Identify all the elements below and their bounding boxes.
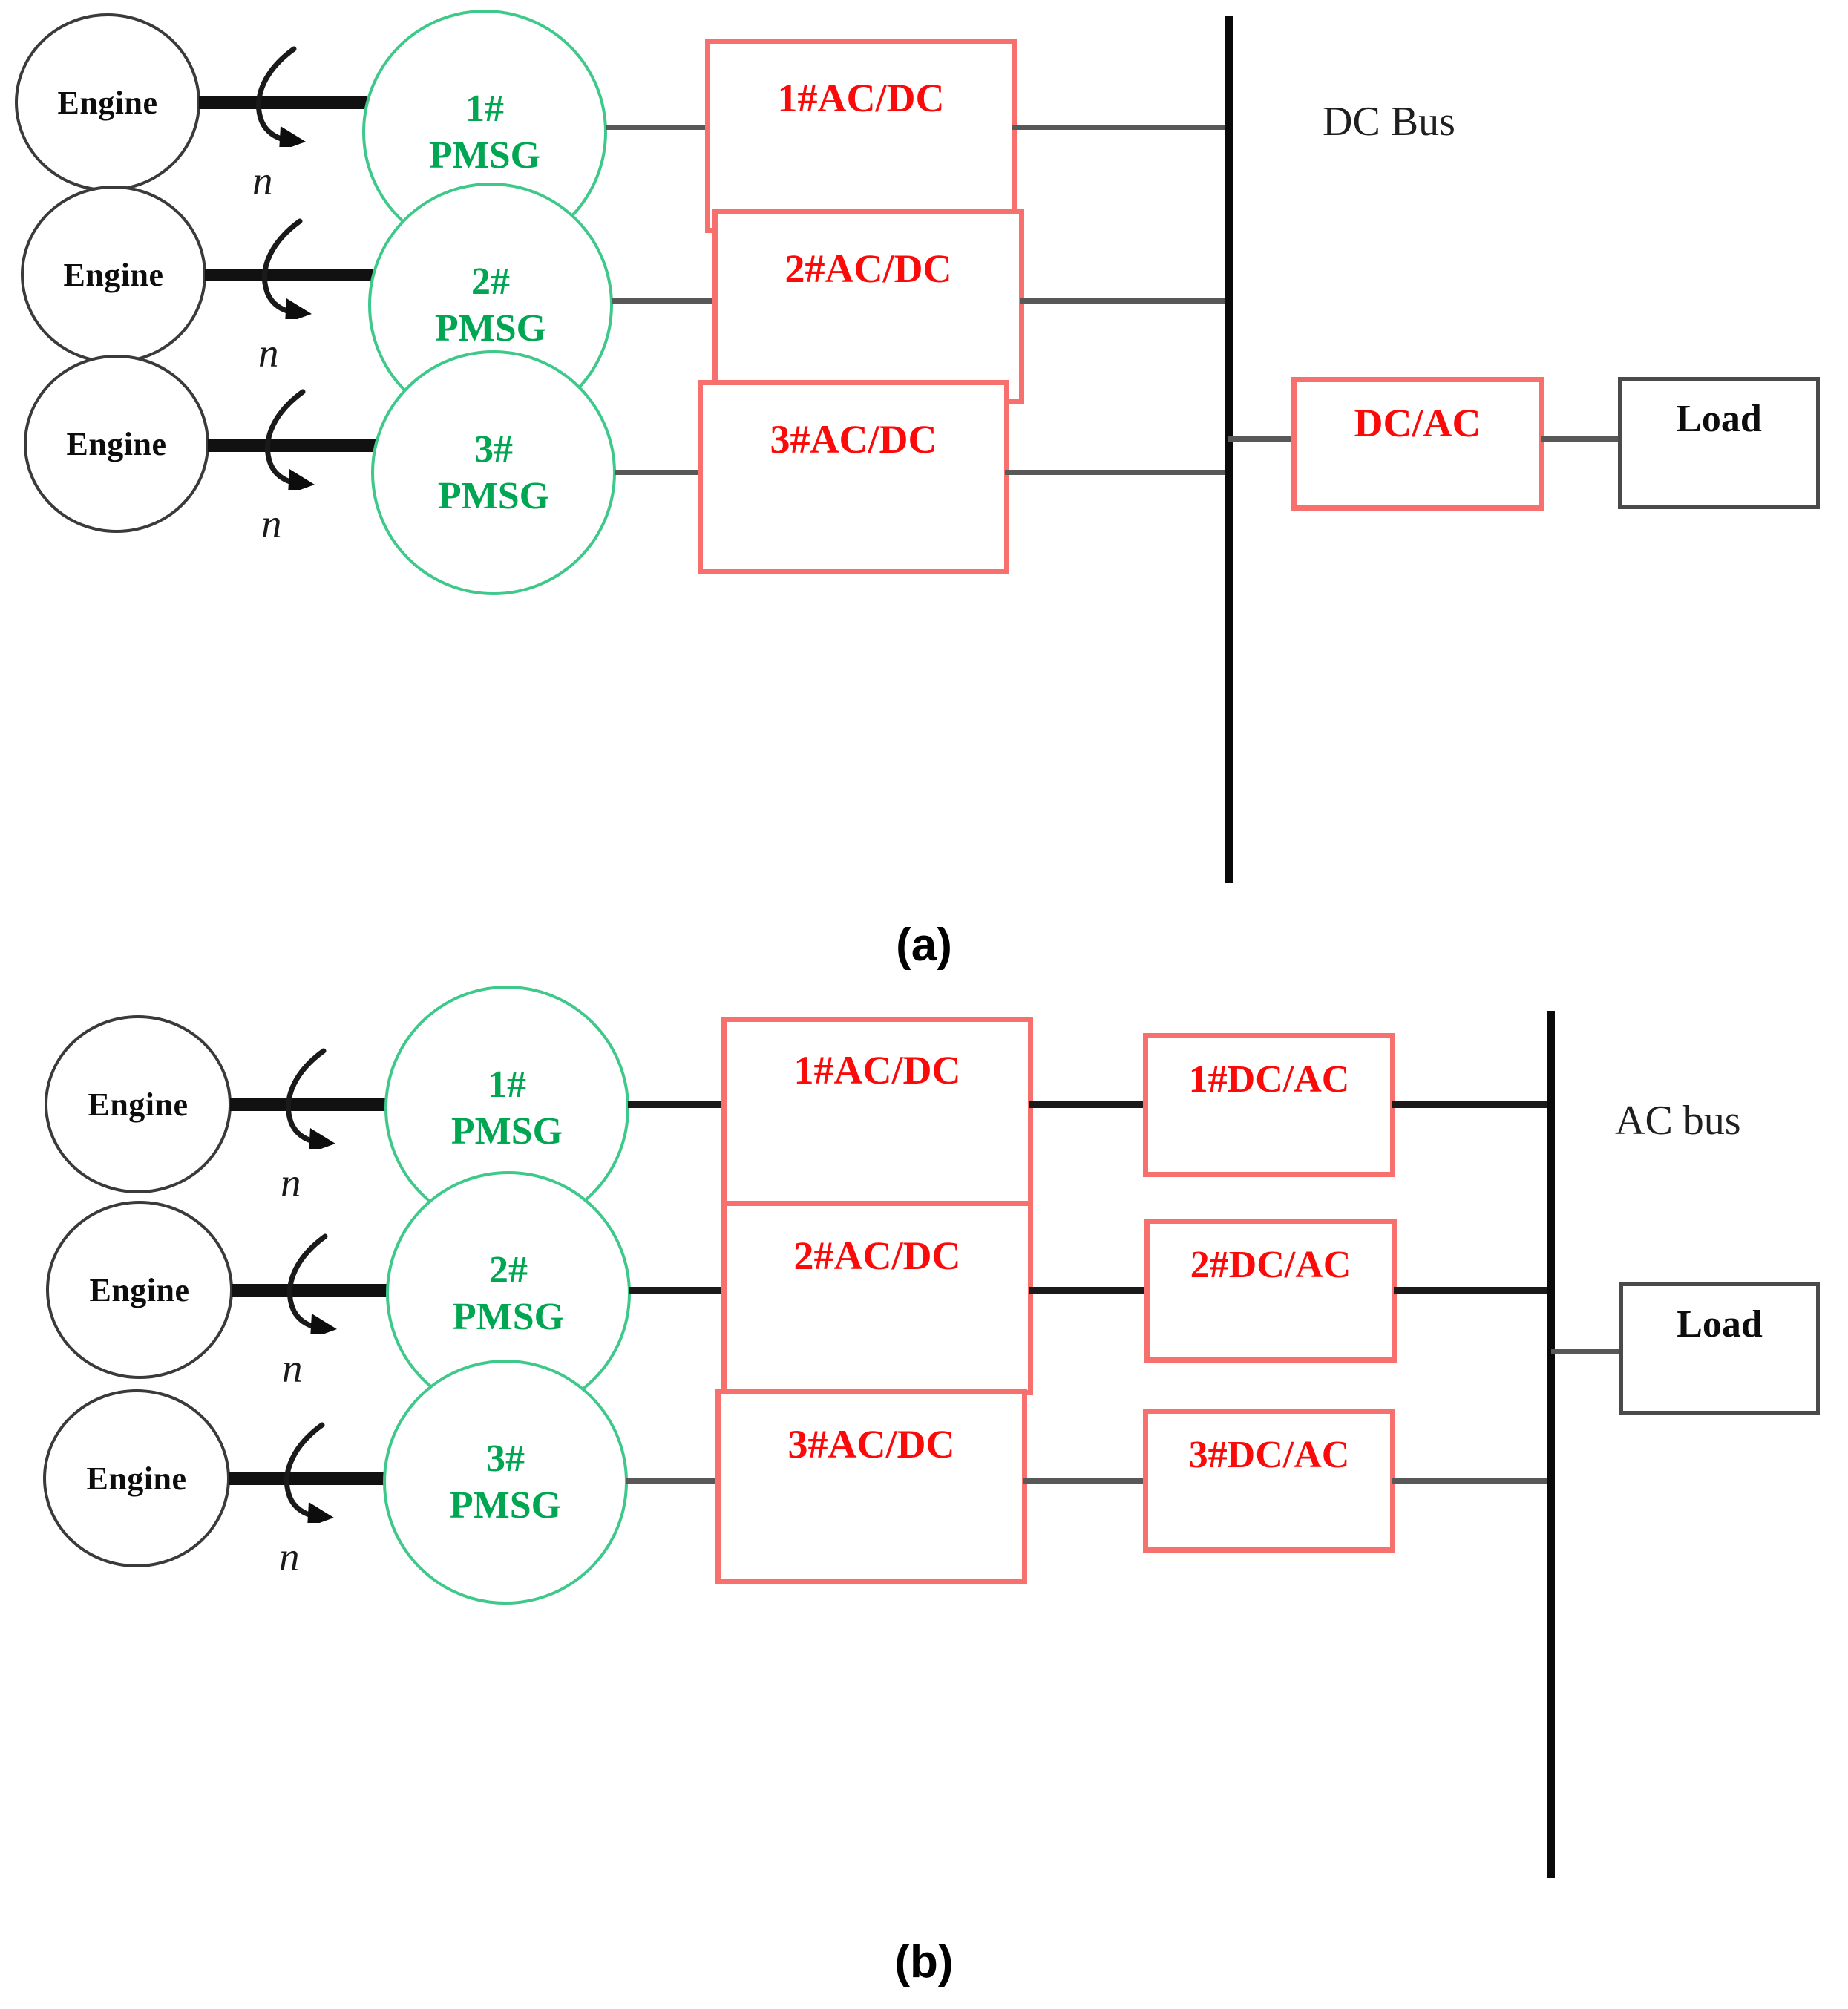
engine-circle: Engine bbox=[45, 1015, 232, 1193]
shaft-speed-label: n bbox=[261, 501, 282, 546]
load-box: Load bbox=[1618, 377, 1820, 509]
engine-shaft bbox=[230, 1098, 393, 1111]
load-label: Load bbox=[1676, 398, 1762, 440]
wire-dc-ac-to-bus bbox=[1392, 1101, 1553, 1108]
shaft-speed-label: n bbox=[279, 1534, 300, 1579]
pmsg-circle: 3# PMSG bbox=[371, 350, 616, 595]
dc-bus-label: DC Bus bbox=[1323, 99, 1455, 145]
engine-circle: Engine bbox=[24, 355, 209, 533]
engine-shaft bbox=[229, 1472, 392, 1485]
shaft-speed-label: n bbox=[258, 330, 279, 376]
ac-dc-converter-box: 1#AC/DC bbox=[705, 39, 1017, 233]
panel-b-ac-bus-architecture: Engine n 1# PMSG 1#AC/DC 1#DC/AC Engine bbox=[0, 980, 1848, 2009]
wire-ac-dc-to-dc-ac bbox=[1029, 1101, 1147, 1108]
wire-dc-ac-to-bus bbox=[1392, 1478, 1553, 1484]
load-label: Load bbox=[1677, 1303, 1763, 1346]
engine-label: Engine bbox=[86, 1460, 187, 1497]
pmsg-unit-number: 1# bbox=[488, 1063, 526, 1106]
wire-pmsg-to-ac-dc bbox=[626, 1478, 720, 1484]
wire-ac-dc-to-dc-ac bbox=[1029, 1287, 1149, 1294]
ac-bus-label: AC bus bbox=[1615, 1098, 1741, 1144]
rotation-arrow-icon bbox=[287, 1233, 337, 1334]
panel-a-dc-bus-architecture: Engine n 1# PMSG 1#AC/DC Engine n 2# bbox=[0, 0, 1848, 980]
wire-converter-to-bus bbox=[1005, 470, 1229, 475]
rotation-arrow-icon bbox=[284, 1422, 334, 1523]
dc-ac-converter-box: 3#DC/AC bbox=[1143, 1409, 1395, 1553]
wire-bus-to-inverter bbox=[1228, 436, 1317, 442]
wire-pmsg-to-converter bbox=[612, 298, 715, 304]
wire-pmsg-to-ac-dc bbox=[629, 1287, 726, 1294]
shaft-speed-label: n bbox=[282, 1346, 303, 1391]
ac-dc-converter-label: 3#AC/DC bbox=[787, 1422, 955, 1466]
pmsg-unit-number: 2# bbox=[471, 260, 510, 303]
ac-dc-converter-box: 2#AC/DC bbox=[721, 1201, 1033, 1395]
engine-label: Engine bbox=[89, 1271, 190, 1308]
wire-bus-to-load bbox=[1551, 1349, 1624, 1354]
engine-shaft bbox=[208, 439, 379, 452]
engine-circle: Engine bbox=[21, 186, 206, 364]
engine-label: Engine bbox=[63, 256, 164, 293]
ac-dc-converter-label: 2#AC/DC bbox=[784, 246, 952, 291]
wire-inverter-to-load bbox=[1541, 436, 1622, 442]
engine-label: Engine bbox=[66, 425, 167, 462]
dc-bus-bar bbox=[1225, 16, 1233, 883]
ac-bus-bar bbox=[1547, 1011, 1555, 1878]
pmsg-name: PMSG bbox=[437, 475, 550, 517]
pmsg-unit-number: 3# bbox=[486, 1437, 525, 1480]
wire-dc-ac-to-bus bbox=[1394, 1287, 1553, 1294]
ac-dc-converter-box: 2#AC/DC bbox=[712, 209, 1024, 404]
ac-dc-converter-label: 1#AC/DC bbox=[793, 1048, 961, 1092]
ac-dc-converter-box: 3#AC/DC bbox=[698, 380, 1009, 574]
wire-pmsg-to-converter bbox=[615, 470, 701, 475]
ac-dc-converter-box: 3#AC/DC bbox=[715, 1389, 1027, 1584]
pmsg-name: PMSG bbox=[449, 1484, 562, 1527]
engine-shaft bbox=[199, 96, 370, 109]
dc-ac-converter-box: 2#DC/AC bbox=[1144, 1219, 1397, 1363]
panel-a-caption: (a) bbox=[896, 920, 952, 971]
dc-ac-inverter-box: DC/AC bbox=[1291, 377, 1544, 511]
ac-dc-converter-label: 2#AC/DC bbox=[793, 1233, 961, 1278]
dc-ac-inverter-label: DC/AC bbox=[1354, 401, 1481, 445]
pmsg-name: PMSG bbox=[450, 1110, 563, 1153]
rotation-arrow-icon bbox=[256, 46, 306, 147]
dc-ac-converter-box: 1#DC/AC bbox=[1143, 1033, 1395, 1177]
panel-b-caption: (b) bbox=[894, 1936, 954, 1987]
pmsg-circle: 2# PMSG bbox=[386, 1171, 631, 1416]
engine-label: Engine bbox=[57, 84, 158, 121]
engine-label: Engine bbox=[88, 1086, 189, 1123]
dc-ac-converter-label: 3#DC/AC bbox=[1188, 1434, 1350, 1476]
pmsg-name: PMSG bbox=[452, 1296, 565, 1338]
pmsg-name: PMSG bbox=[434, 307, 547, 350]
wire-pmsg-to-converter bbox=[606, 125, 708, 130]
engine-circle: Engine bbox=[46, 1201, 233, 1379]
wire-converter-to-bus bbox=[1020, 298, 1229, 304]
engine-circle: Engine bbox=[43, 1389, 230, 1567]
rotation-arrow-icon bbox=[286, 1048, 335, 1149]
ac-dc-converter-label: 3#AC/DC bbox=[770, 417, 937, 462]
dc-ac-converter-label: 1#DC/AC bbox=[1188, 1058, 1350, 1101]
pmsg-unit-number: 2# bbox=[489, 1248, 528, 1291]
engine-shaft bbox=[205, 269, 376, 281]
engine-circle: Engine bbox=[15, 13, 200, 191]
ac-dc-converter-label: 1#AC/DC bbox=[777, 76, 945, 120]
rotation-arrow-icon bbox=[265, 389, 315, 490]
rotation-arrow-icon bbox=[262, 218, 312, 319]
shaft-speed-label: n bbox=[281, 1160, 301, 1205]
wire-converter-to-bus bbox=[1012, 125, 1228, 130]
wire-ac-dc-to-dc-ac bbox=[1023, 1478, 1149, 1484]
load-box: Load bbox=[1619, 1282, 1820, 1415]
dc-ac-converter-label: 2#DC/AC bbox=[1190, 1244, 1351, 1286]
pmsg-circle: 3# PMSG bbox=[383, 1360, 628, 1605]
pmsg-unit-number: 3# bbox=[474, 427, 513, 471]
pmsg-unit-number: 1# bbox=[465, 87, 504, 130]
shaft-speed-label: n bbox=[252, 158, 273, 203]
ac-dc-converter-box: 1#AC/DC bbox=[721, 1017, 1033, 1211]
wire-pmsg-to-ac-dc bbox=[628, 1101, 727, 1108]
engine-shaft bbox=[232, 1284, 395, 1297]
pmsg-name: PMSG bbox=[428, 134, 541, 177]
